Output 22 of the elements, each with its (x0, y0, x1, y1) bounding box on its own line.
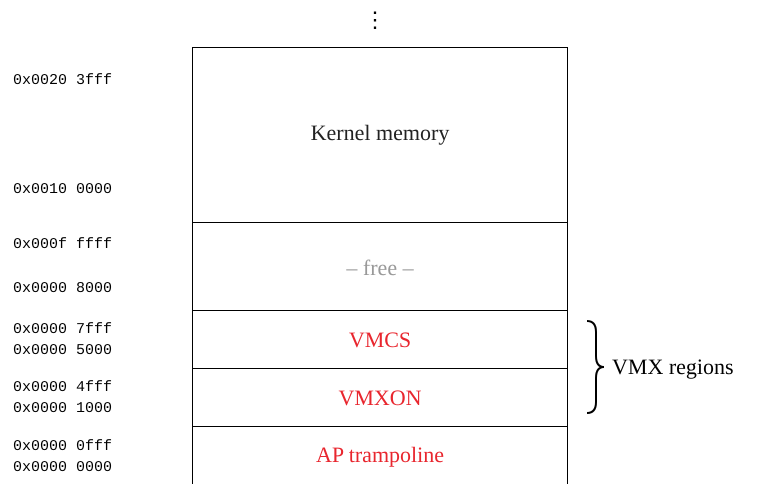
group-label: VMX regions (612, 356, 734, 378)
region-label: VMXON (338, 385, 422, 411)
region-label: VMCS (348, 327, 412, 353)
address-label: 0x0000 0fff (13, 438, 112, 454)
address-label: 0x000f ffff (13, 236, 112, 252)
address-label: 0x0000 4fff (13, 380, 112, 394)
region-label: AP trampoline (316, 442, 444, 468)
region-label: Kernel memory (310, 120, 450, 146)
address-label: 0x0000 7fff (13, 322, 112, 336)
memory-region (192, 47, 568, 224)
address-label: 0x0000 5000 (13, 342, 112, 358)
memory-region (192, 426, 568, 484)
address-label: 0x0000 0000 (13, 460, 112, 474)
address-label: 0x0000 8000 (13, 280, 112, 296)
address-label: 0x0000 1000 (13, 400, 112, 416)
memory-region (192, 368, 568, 428)
memory-region (192, 310, 568, 370)
memory-region (192, 222, 568, 312)
address-label: 0x0010 0000 (13, 182, 112, 196)
address-label: 0x0020 3fff (13, 72, 112, 88)
ellipsis-mark: ⋮ (364, 9, 386, 31)
region-label: – free – (346, 255, 414, 281)
